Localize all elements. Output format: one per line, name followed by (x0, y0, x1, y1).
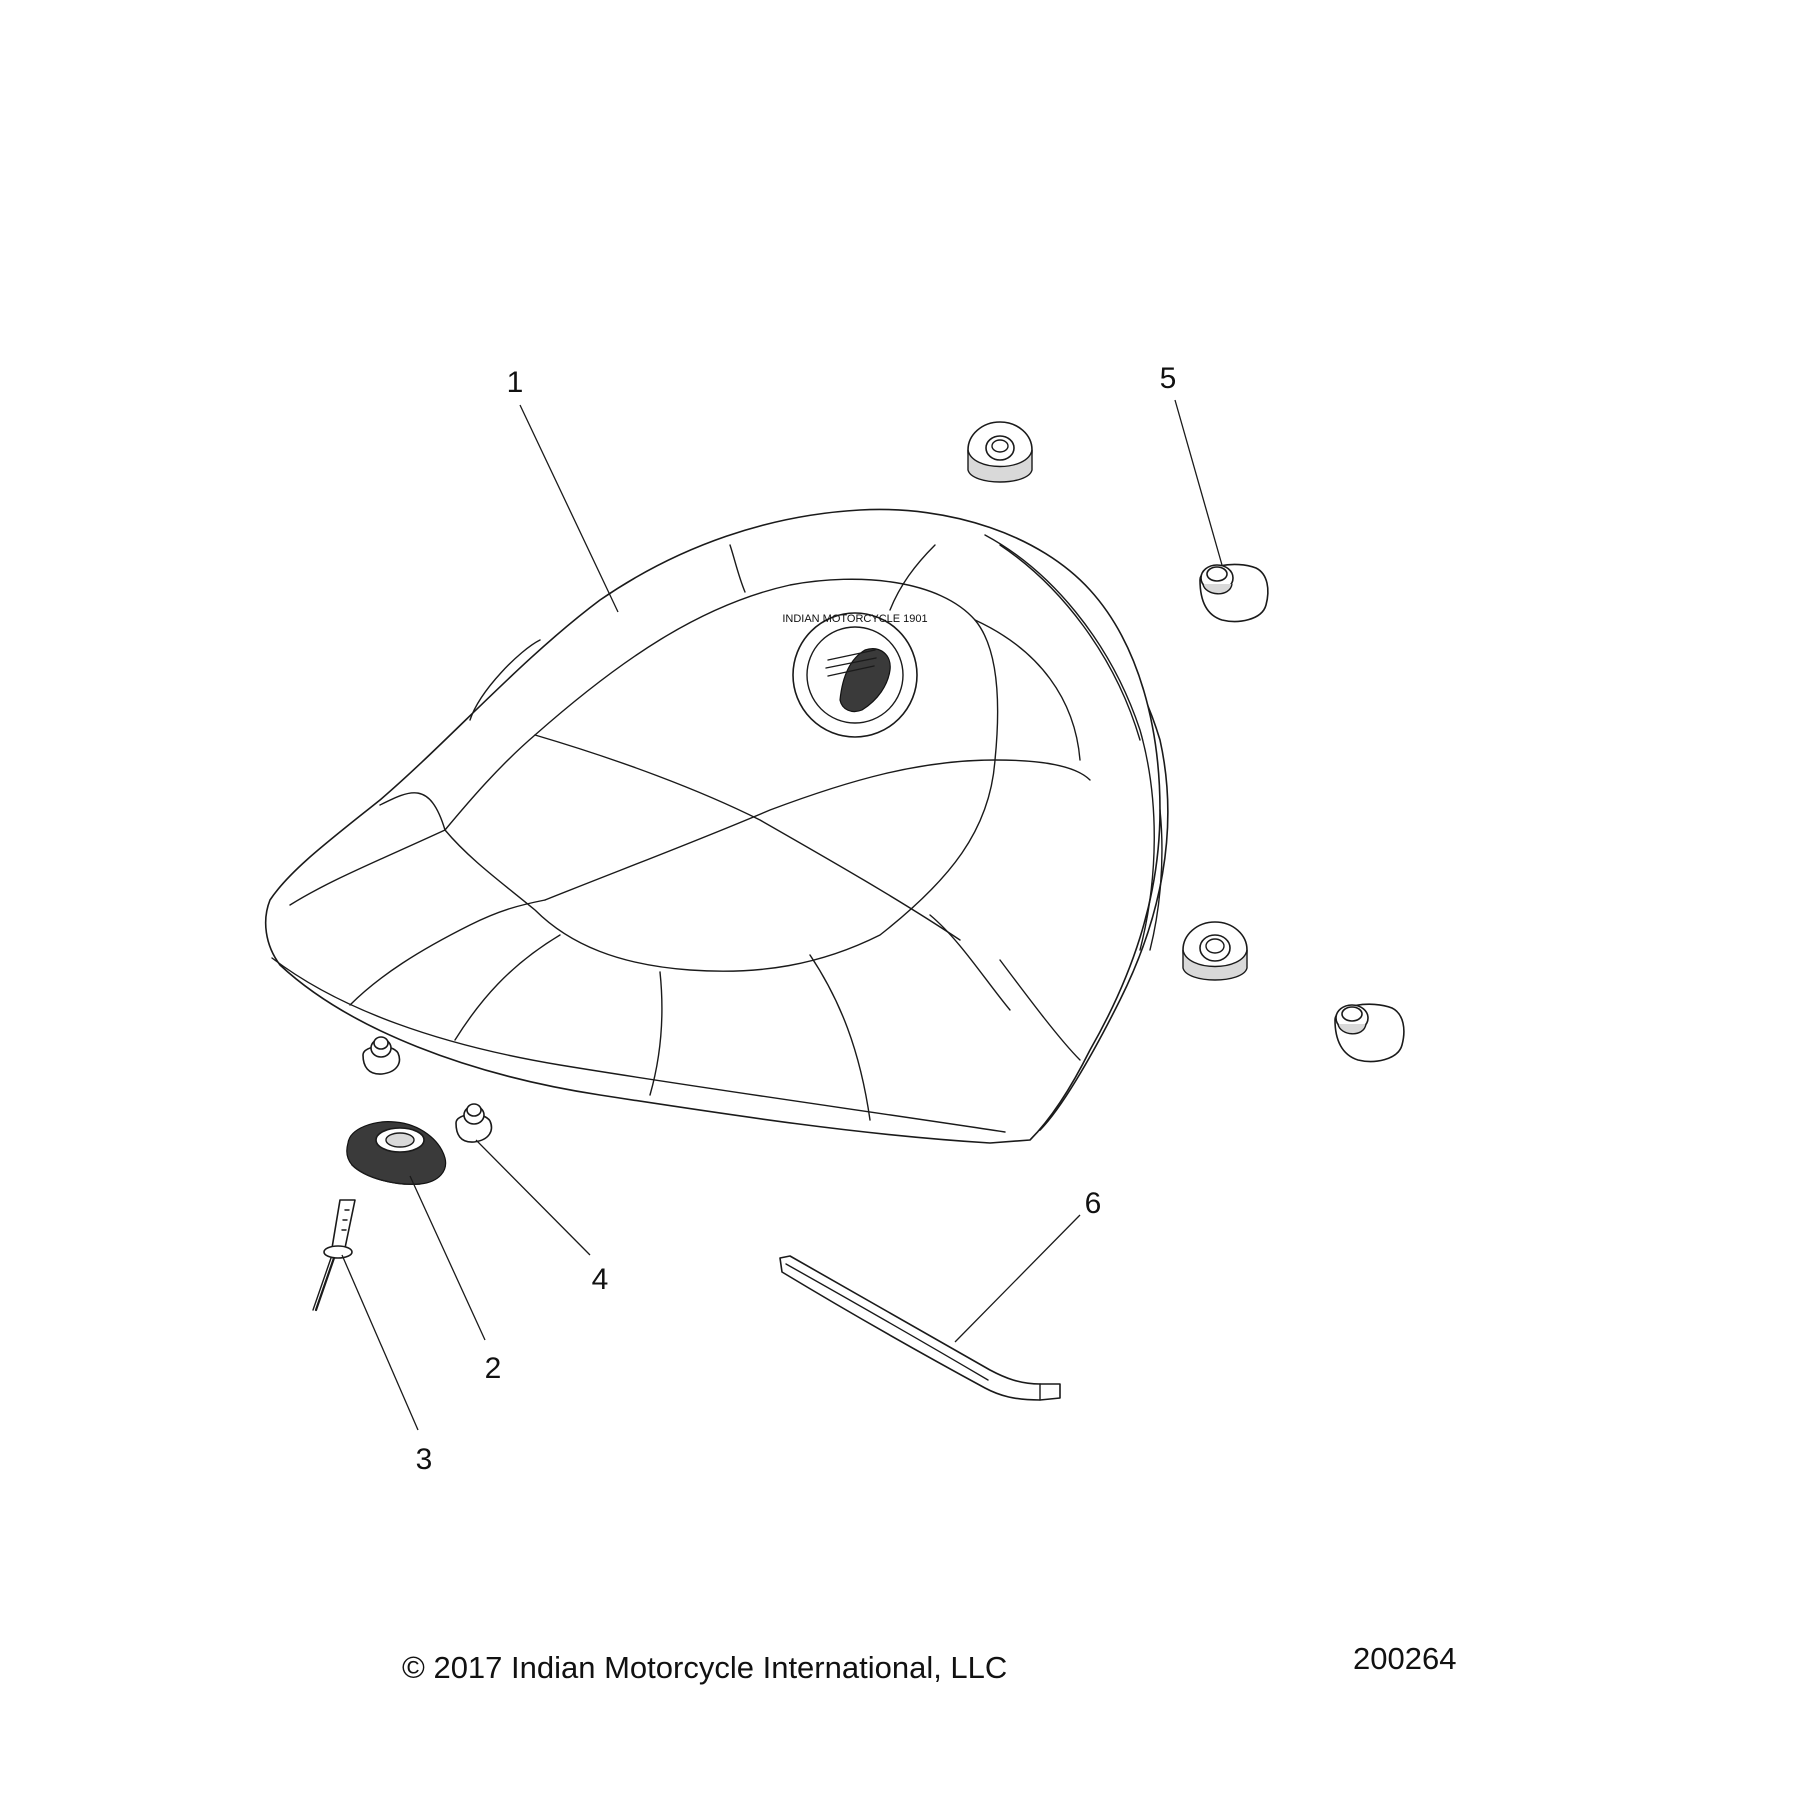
drawing-number: 200264 (1353, 1641, 1457, 1676)
bumper-bottom-right (1334, 1003, 1405, 1063)
strap-part-6 (779, 1255, 1061, 1401)
leader-5 (1174, 399, 1223, 566)
leader-1 (519, 404, 619, 613)
emblem-headdress-icon (839, 648, 891, 713)
grommet-top-left (967, 421, 1033, 483)
seat-part-1: INDIAN MOTORCYCLE 1901 (264, 508, 1169, 1144)
latch-bracket-part-2 (346, 1121, 447, 1186)
callout-6: 6 (1085, 1187, 1102, 1220)
bumper-top-right (1199, 563, 1269, 623)
bumper-small-part-4 (455, 1103, 493, 1143)
emblem-text: INDIAN MOTORCYCLE 1901 (782, 613, 927, 625)
grommet-bottom-right (1182, 921, 1248, 981)
callout-5: 5 (1160, 362, 1177, 395)
leader-3 (341, 1254, 419, 1431)
leader-4 (475, 1139, 591, 1256)
seat-outline (264, 508, 1161, 1144)
leader-6 (954, 1214, 1081, 1343)
bumper-small-left (362, 1036, 401, 1075)
rivet-part-3 (312, 1199, 356, 1312)
indian-motorcycle-emblem: INDIAN MOTORCYCLE 1901 (782, 612, 928, 738)
callout-2: 2 (485, 1352, 502, 1385)
callout-4: 4 (592, 1263, 609, 1296)
callout-1: 1 (507, 366, 524, 399)
copyright-notice: © 2017 Indian Motorcycle International, … (402, 1650, 1008, 1685)
callout-3: 3 (416, 1443, 433, 1476)
leader-2 (409, 1175, 486, 1341)
